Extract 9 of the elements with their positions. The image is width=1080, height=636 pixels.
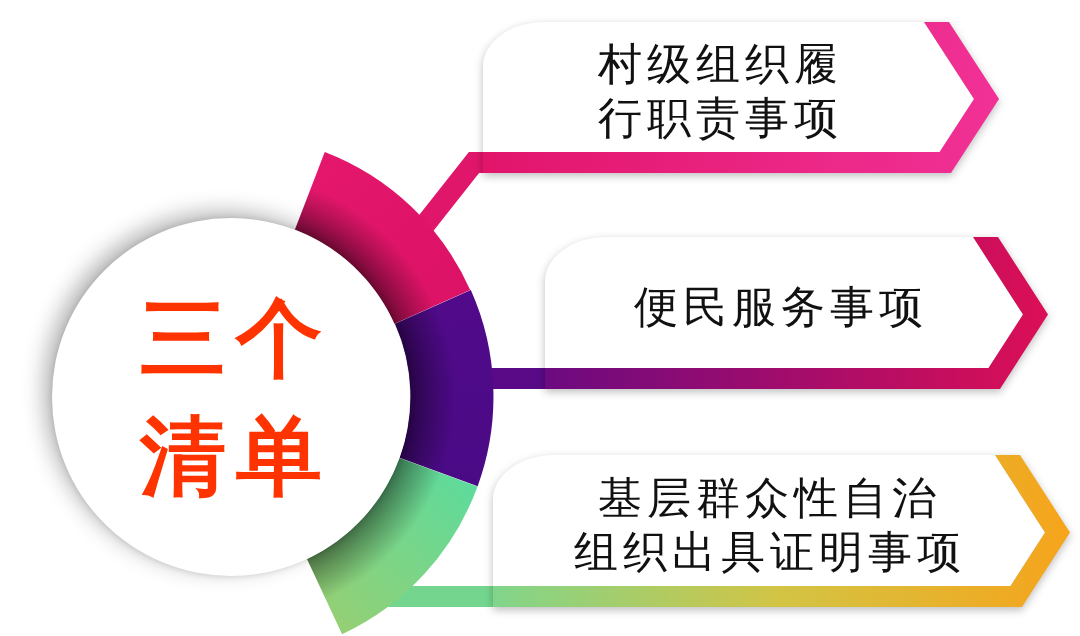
item-text: 便民服务事项 [632, 279, 928, 334]
item-text: 基层群众性自治组织出具证明事项 [572, 470, 967, 579]
chevron-box [545, 237, 1048, 389]
chevron-box [493, 455, 1070, 607]
item-text: 村级组织履行职责事项 [597, 37, 844, 145]
connector-band [490, 368, 545, 389]
hub-title: 三个清单 [138, 287, 333, 508]
connector-band [386, 586, 493, 607]
chevron-box [483, 22, 999, 173]
